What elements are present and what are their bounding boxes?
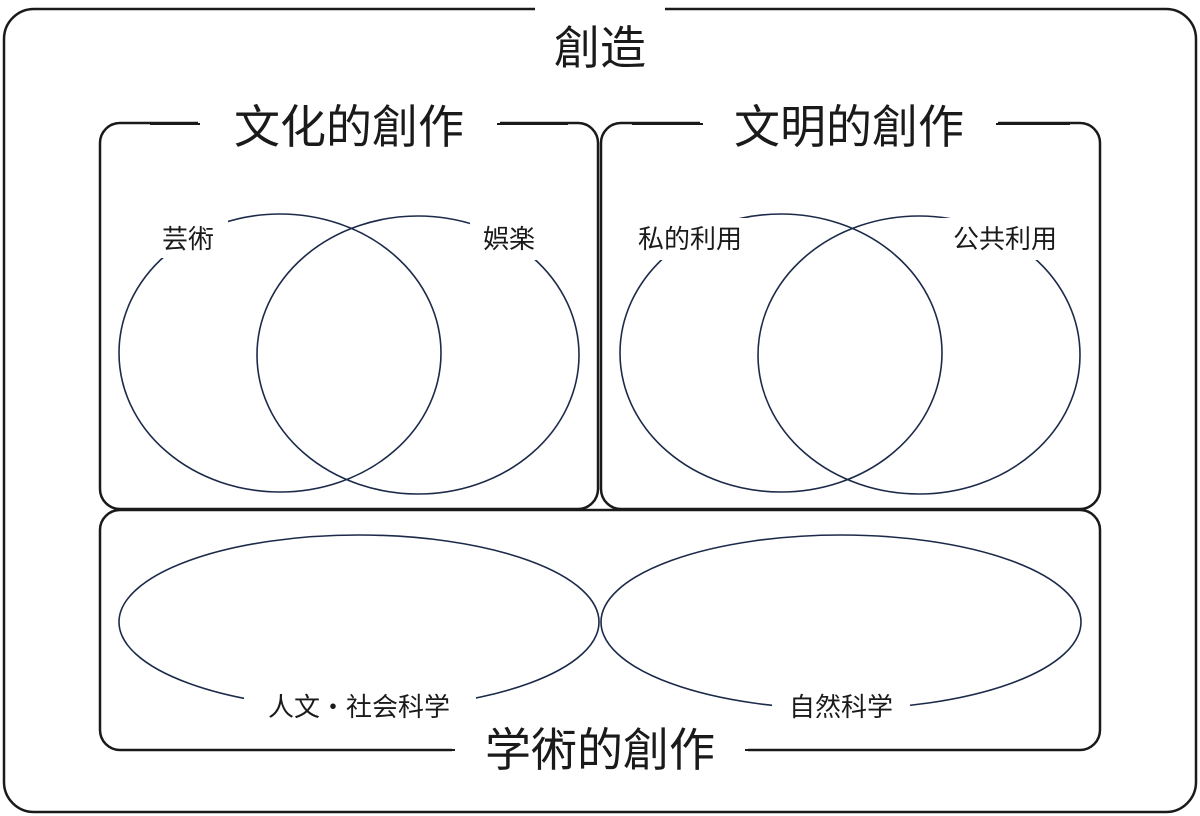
art-circle [118,213,442,493]
civilizational-creation-frame [599,121,1102,511]
academic-title-gap [452,736,748,766]
creation-title: 創造 [554,21,646,75]
public-use-label: 公共利用 [953,225,1057,255]
humanities-label-gap [244,688,476,728]
private-use-label: 私的利用 [638,225,742,255]
art-label-gap [150,218,228,258]
academic-creation-title: 学術的創作 [485,723,715,777]
public-use-label-gap [938,218,1070,260]
natural-sciences-label: 自然科学 [789,693,893,723]
civilizational-title-gap [700,110,998,140]
entertainment-label-gap [470,218,548,260]
humanities-social-sciences-label: 人文・社会科学 [268,693,450,723]
cultural-title-gap [198,110,500,140]
public-use-circle [757,215,1081,495]
civilizational-creation-title: 文明的創作 [734,100,964,154]
private-use-circle [619,213,943,493]
cultural-creation-frame [98,121,600,511]
cultural-creation-title: 文化的創作 [234,100,464,154]
entertainment-label: 娯楽 [483,225,535,255]
private-use-label-gap [624,218,756,260]
creation-title-gap [535,0,665,22]
entertainment-circle [256,215,580,495]
art-label: 芸術 [162,225,214,255]
natural-sciences-label-gap [772,688,910,728]
